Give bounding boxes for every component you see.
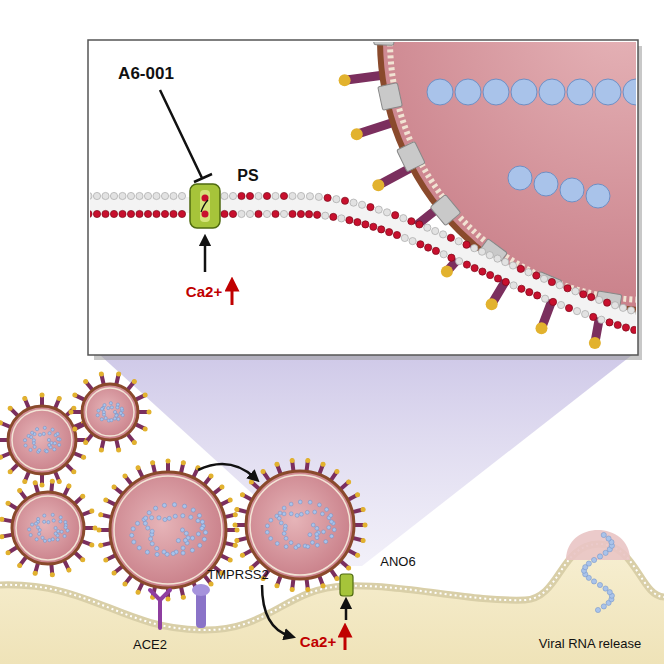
increase-arrow xyxy=(231,284,234,305)
increase-arrow xyxy=(344,630,347,650)
inset-panel xyxy=(76,0,664,360)
label: PS xyxy=(237,167,258,185)
ace2-receptor xyxy=(150,590,170,628)
lipid-bilayer xyxy=(90,192,636,335)
inhibition-line xyxy=(160,90,212,182)
tmprss2-head xyxy=(192,584,210,596)
rna-release xyxy=(566,530,630,613)
ano6-channel-closeup xyxy=(190,184,220,228)
label: TMPRSS2 xyxy=(207,568,268,582)
label: Viral RNA release xyxy=(539,637,641,651)
activation-arrow xyxy=(345,603,348,620)
virion xyxy=(0,393,90,488)
virions xyxy=(0,371,630,650)
flow-arrow xyxy=(262,585,290,636)
ano6-channel xyxy=(340,574,353,596)
tmprss2-protease xyxy=(196,592,206,628)
label: A6-001 xyxy=(118,65,174,84)
label: ANO6 xyxy=(380,555,415,569)
activation-arrow xyxy=(204,240,207,272)
virion xyxy=(69,371,152,452)
flow-arrow xyxy=(198,464,255,478)
label: Ca2+ xyxy=(300,634,336,651)
virion xyxy=(0,479,98,578)
label: ACE2 xyxy=(133,638,167,652)
label: Ca2+ xyxy=(186,284,222,301)
